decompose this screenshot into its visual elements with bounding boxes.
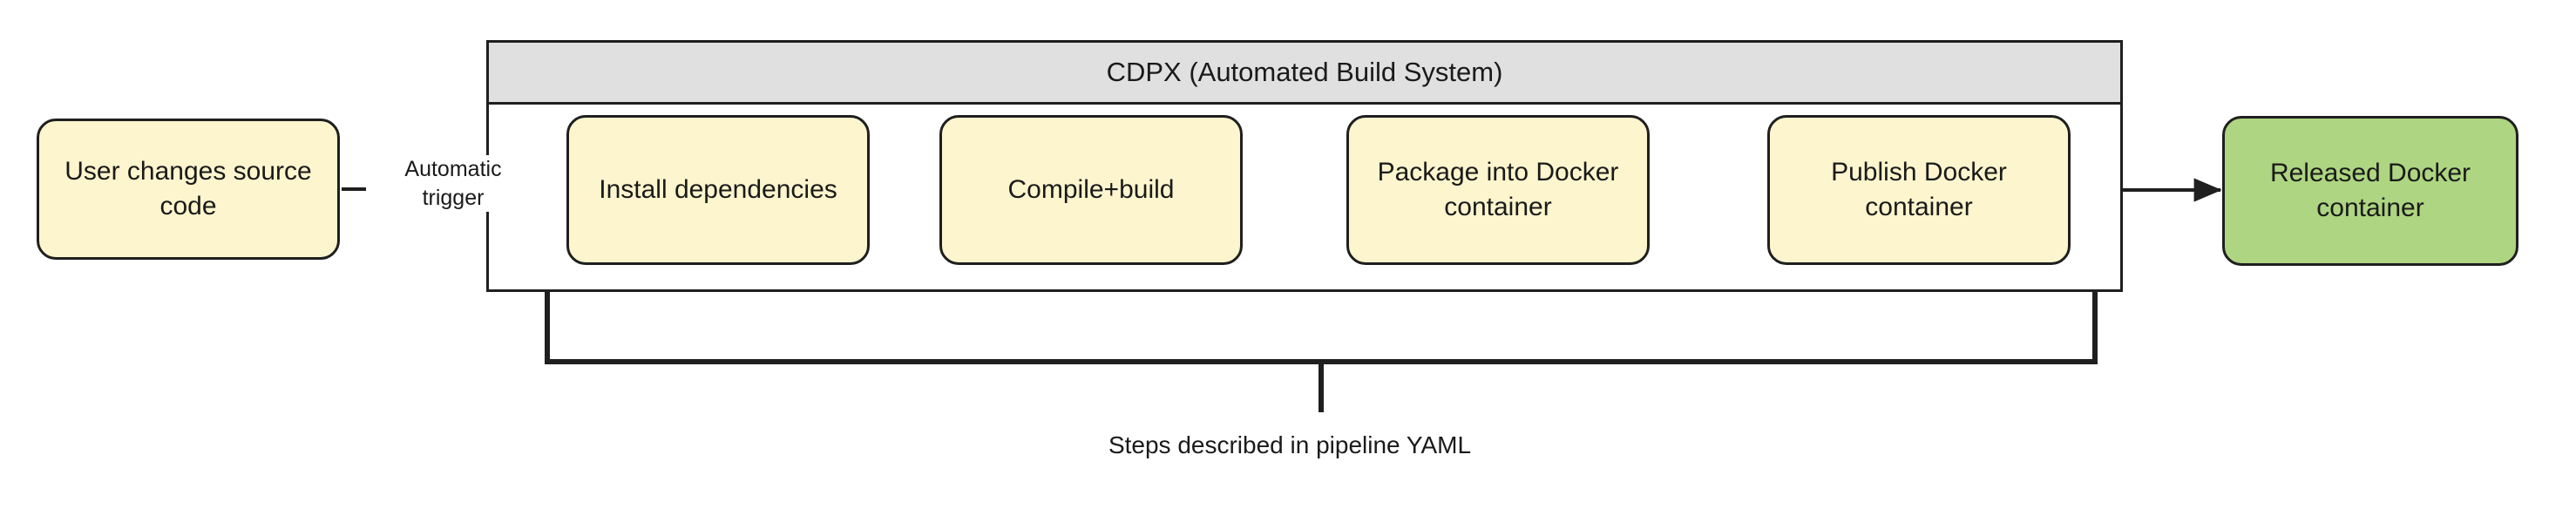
node-label-released-docker-container: Released Docker container: [2269, 159, 2471, 222]
node-user-changes-source-code[interactable]: User changes source code: [37, 119, 340, 260]
annotation-steps-described-in-pipeline-yaml: Steps described in pipeline YAML: [1108, 431, 1472, 458]
node-compile-build[interactable]: Compile+build: [939, 115, 1243, 265]
node-label-install-dependencies: Install dependencies: [599, 175, 837, 205]
steps-bracket: [545, 288, 2098, 412]
node-label-publish-docker-container: Publish Docker container: [1831, 158, 2007, 221]
cdpx-pool-header-label: CDPX (Automated Build System): [1106, 57, 1503, 87]
edge-label-automatic-trigger: Automatic trigger: [366, 155, 540, 212]
node-package-into-docker-container[interactable]: Package into Docker container: [1346, 115, 1650, 265]
node-label-compile-build: Compile+build: [1007, 175, 1175, 205]
node-install-dependencies[interactable]: Install dependencies: [566, 115, 870, 265]
node-released-docker-container[interactable]: Released Docker container: [2222, 116, 2518, 266]
node-label-package-into-docker-container: Package into Docker container: [1377, 158, 1619, 221]
cdpx-pool-header: CDPX (Automated Build System): [489, 43, 2120, 105]
node-label-user-changes-source-code: User changes source code: [64, 157, 312, 221]
node-publish-docker-container[interactable]: Publish Docker container: [1767, 115, 2071, 265]
